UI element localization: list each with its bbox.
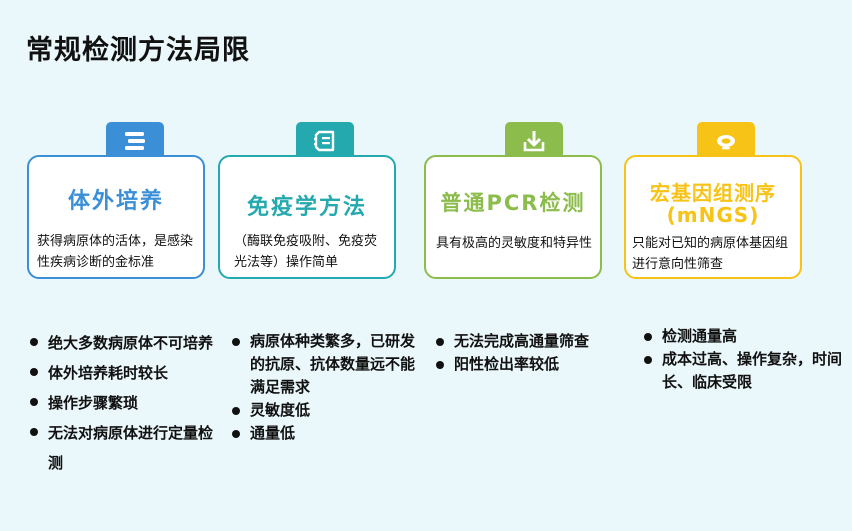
list-item: 检测通量高 — [644, 325, 844, 348]
list-item: 操作步骤繁琐 — [30, 388, 216, 418]
method-icon-badge — [106, 122, 164, 160]
method-card-desc: 具有极高的灵敏度和特异性 — [436, 236, 593, 251]
page-title: 常规检测方法局限 — [26, 35, 250, 66]
method-card-pcr: 普通PCR检测 具有极高的灵敏度和特异性 — [424, 155, 602, 279]
limitations-list-immunology: 病原体种类繁多，已研发的抗原、抗体数量远不能满足需求 灵敏度低 通量低 — [232, 330, 418, 445]
method-card-immunology: 免疫学方法 （酶联免疫吸附、免疫荧光法等）操作简单 — [218, 155, 396, 279]
list-item: 灵敏度低 — [232, 399, 418, 422]
list-item: 无法对病原体进行定量检测 — [30, 418, 216, 478]
limitations-list-culture: 绝大多数病原体不可培养 体外培养耗时较长 操作步骤繁琐 无法对病原体进行定量检测 — [30, 328, 216, 478]
document-list-icon — [314, 130, 335, 152]
method-card-title: 宏基因组测序 — [650, 181, 776, 205]
method-card-title: 免疫学方法 — [246, 195, 367, 220]
limitations-list-mngs: 检测通量高 成本过高、操作复杂，时间长、临床受限 — [644, 325, 844, 394]
list-item: 成本过高、操作复杂，时间长、临床受限 — [644, 348, 844, 394]
list-item: 通量低 — [232, 422, 418, 445]
list-item: 体外培养耗时较长 — [30, 358, 216, 388]
method-card-desc: 获得病原体的活体，是感染性疾病诊断的金标准 — [37, 234, 194, 270]
list-item: 无法完成高通量筛查 — [436, 330, 636, 353]
method-icon-badge — [697, 122, 755, 160]
cloud-bowl-icon — [717, 135, 735, 150]
limitations-list-pcr: 无法完成高通量筛查 阳性检出率较低 — [436, 330, 636, 376]
method-card-title: 普通PCR检测 — [440, 191, 586, 215]
method-card-desc: （酶联免疫吸附、免疫荧光法等）操作简单 — [234, 234, 378, 270]
list-item: 病原体种类繁多，已研发的抗原、抗体数量远不能满足需求 — [232, 330, 418, 399]
stack-icon — [125, 132, 145, 150]
method-card-culture: 体外培养 获得病原体的活体，是感染性疾病诊断的金标准 — [27, 155, 205, 279]
list-item: 阳性检出率较低 — [436, 353, 636, 376]
method-card-mngs: 宏基因组测序 (mNGS) 只能对已知的病原体基因组进行意向性筛查 — [624, 155, 802, 279]
method-card-subtitle: (mNGS) — [666, 203, 760, 227]
download-arrow-icon — [523, 131, 545, 152]
method-card-title: 体外培养 — [67, 189, 164, 214]
list-item: 绝大多数病原体不可培养 — [30, 328, 216, 358]
method-icon-badge — [296, 122, 354, 160]
method-icon-badge — [505, 122, 563, 160]
method-card-desc: 只能对已知的病原体基因组进行意向性筛查 — [632, 236, 789, 272]
